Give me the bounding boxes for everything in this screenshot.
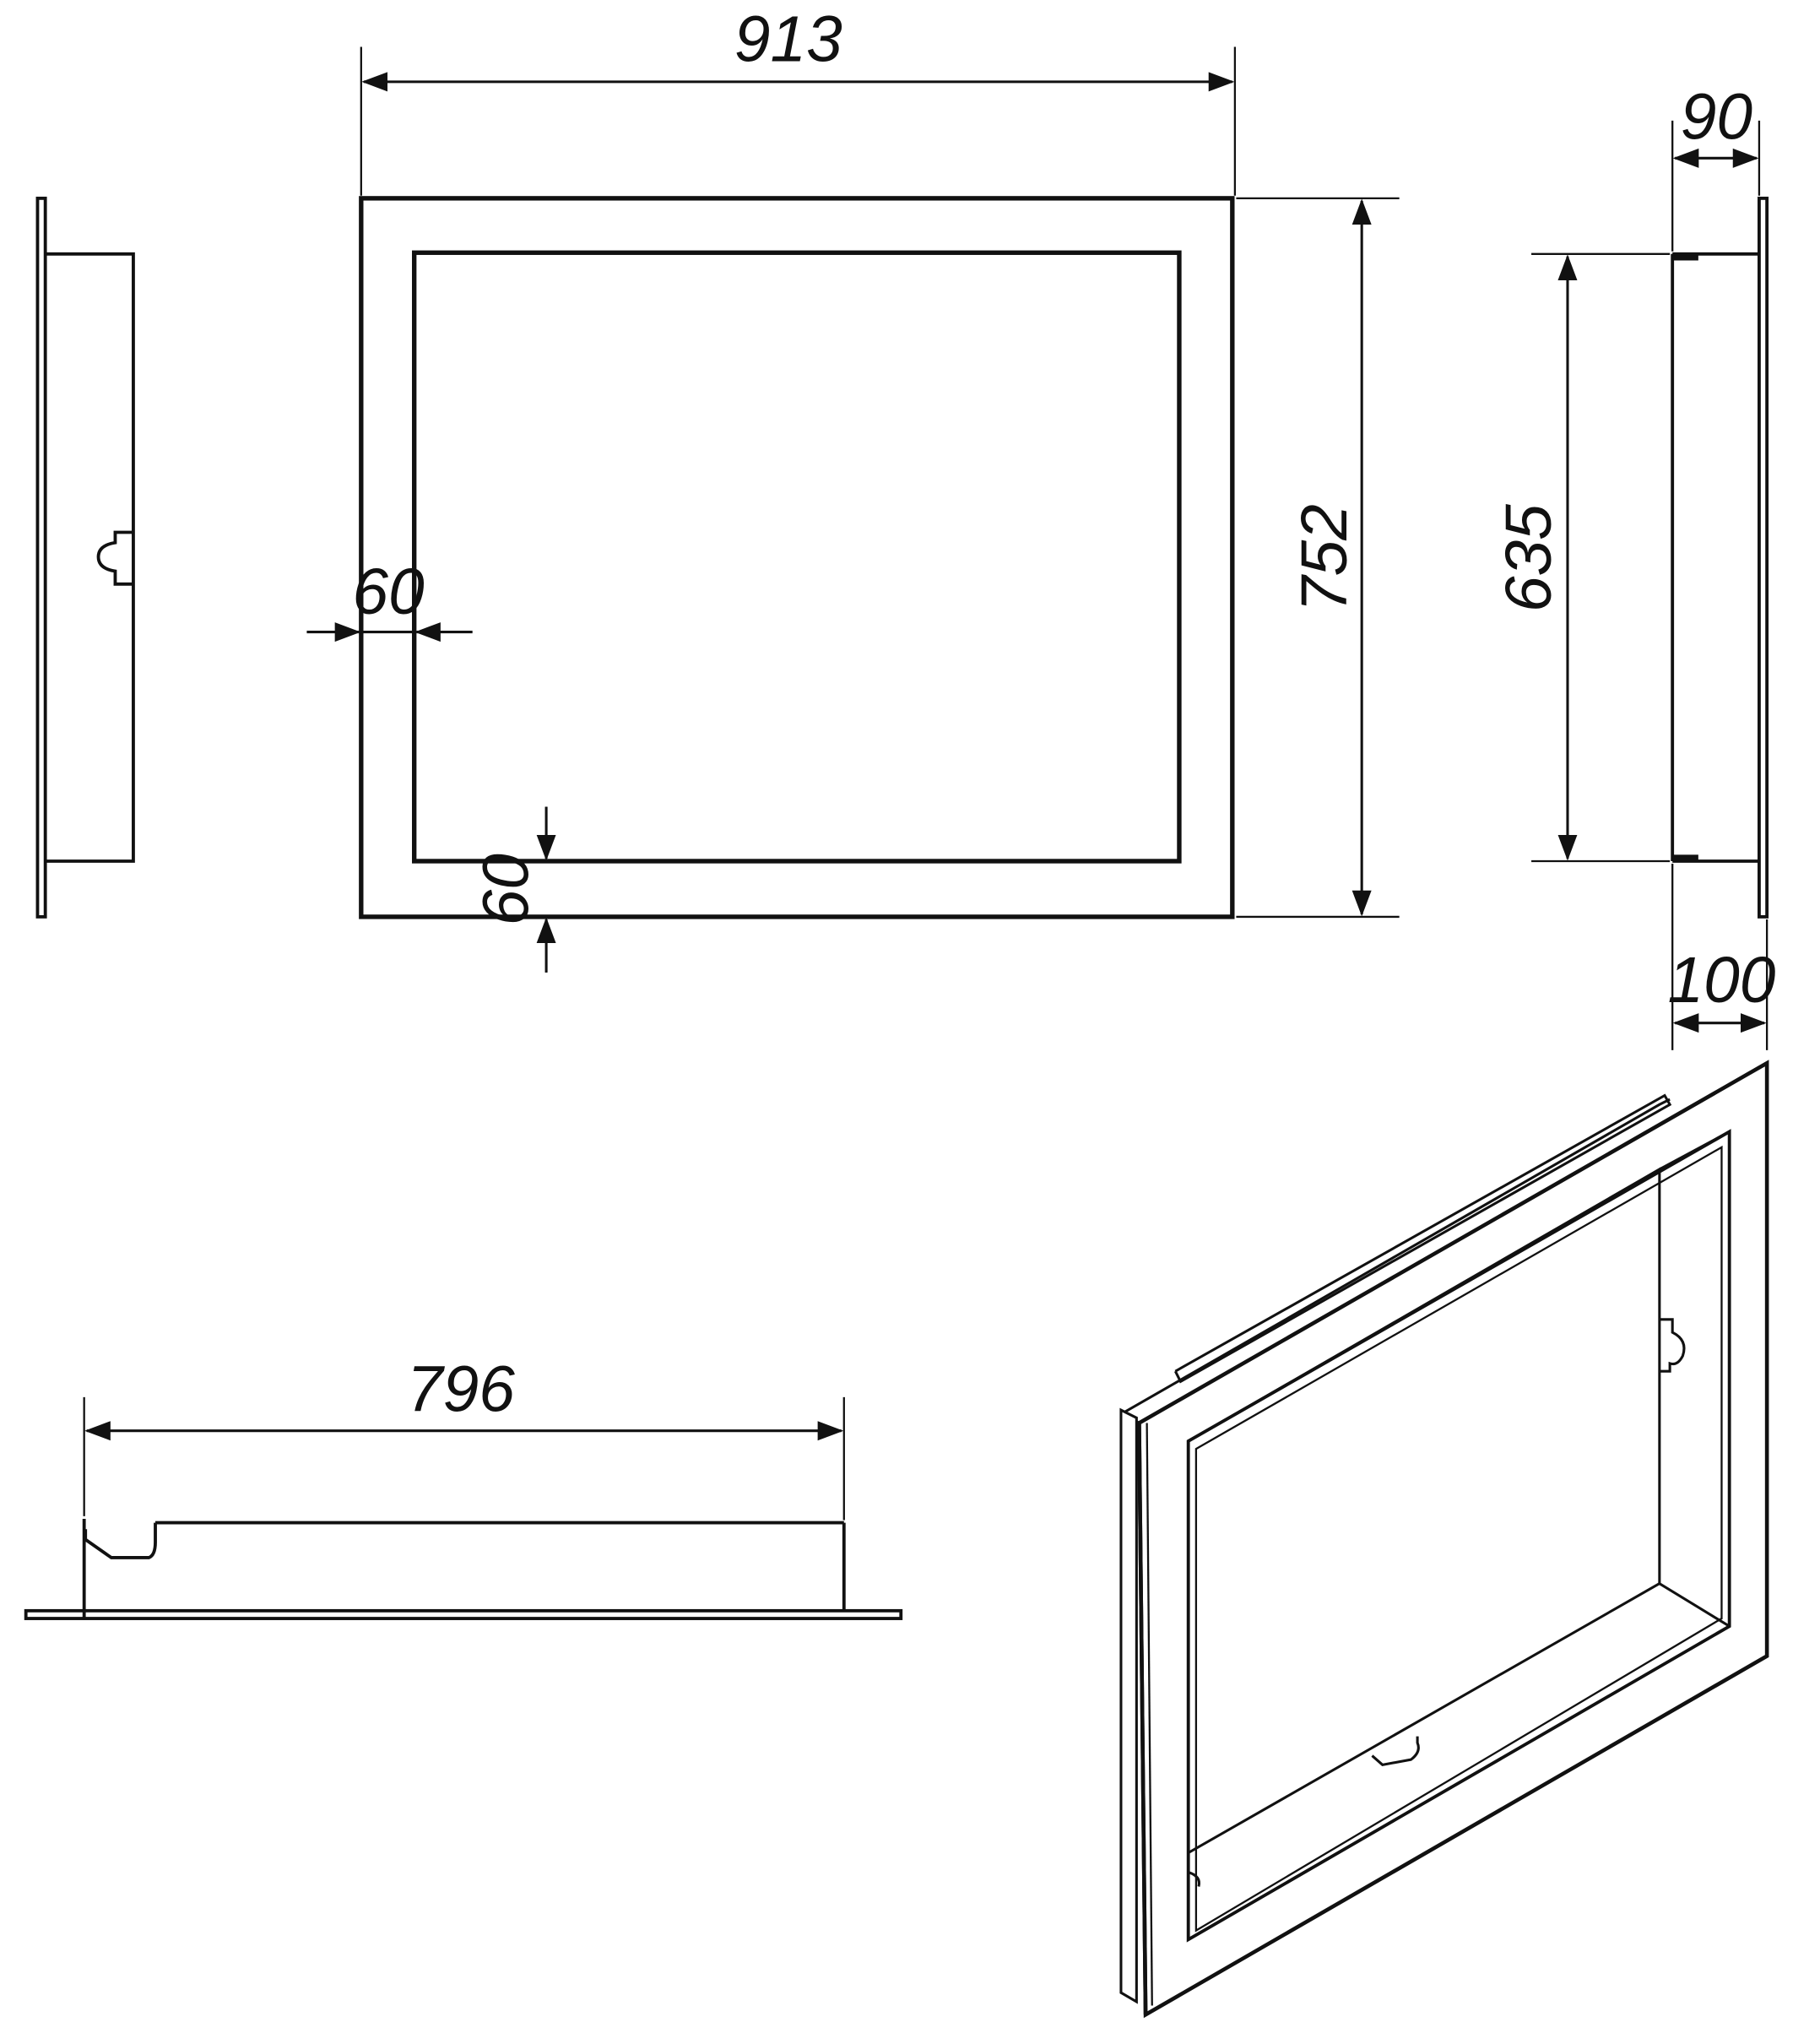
dim-frame-bottom: 60 [471,854,543,925]
left-side-view [35,196,135,919]
dim-front-height: 752 [1289,504,1361,612]
inner-opening [412,250,1182,864]
dim-depth-bottom: 100 [1668,945,1776,1016]
front-view [306,46,1400,973]
outer-frame [359,196,1235,919]
right-side-view [1531,120,1769,1050]
dim-depth-top: 90 [1681,81,1752,153]
dim-frame-side: 60 [352,556,424,628]
bottom-view [24,1396,903,1620]
dim-inner-height: 635 [1493,504,1565,612]
dim-bottom-length: 796 [407,1354,515,1426]
dim-front-width: 913 [734,3,842,75]
isometric-view [1119,1060,1769,2019]
